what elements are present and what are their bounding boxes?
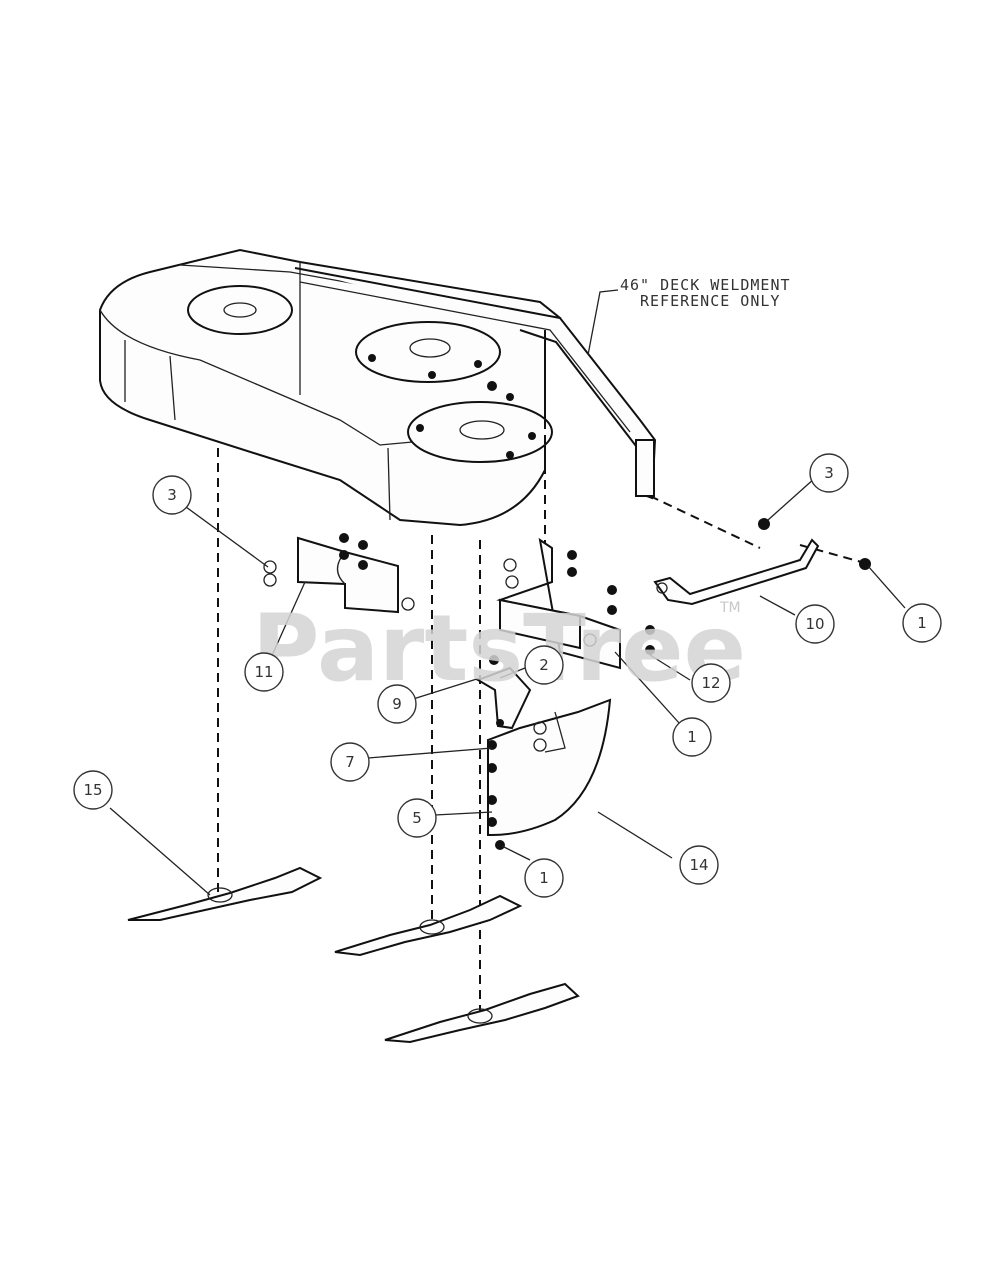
note-leader [587,289,619,356]
callout-label: 12 [701,674,720,692]
callout-label: 3 [824,464,834,482]
callout-label: 11 [254,663,273,681]
callout-12[interactable]: 12 [691,663,731,703]
alignment-lines [217,330,866,1015]
callout-label: 1 [687,728,697,746]
callout-5[interactable]: 5 [397,798,437,838]
callout-11[interactable]: 11 [244,652,284,692]
watermark-text: PartsTree [252,595,746,702]
callout-label: 2 [539,656,549,674]
spindle-plate-right [407,401,553,463]
callout-9[interactable]: 9 [377,684,417,724]
callout-14[interactable]: 14 [679,845,719,885]
callout-7[interactable]: 7 [330,742,370,782]
right-baffle [496,537,655,670]
callout-3-right[interactable]: 3 [809,453,849,493]
callout-10[interactable]: 10 [795,604,835,644]
callout-label: 10 [805,615,824,633]
callout-leaders [109,477,906,896]
blade-left [127,866,323,921]
front-baffle [487,698,612,850]
callout-1-bottom[interactable]: 1 [524,858,564,898]
callout-label: 5 [412,809,422,827]
callout-label: 3 [167,486,177,504]
callout-2[interactable]: 2 [524,645,564,685]
blade-right [384,982,580,1044]
callout-1-mid[interactable]: 1 [672,717,712,757]
watermark-trademark: TM [719,600,741,616]
callout-1-right[interactable]: 1 [902,603,942,643]
blade-center [334,894,523,957]
callout-label: 1 [917,614,927,632]
callout-15[interactable]: 15 [73,770,113,810]
note-line-1: 46" DECK WELDMENT [620,276,791,294]
chute-rod [653,518,871,606]
callout-3-left[interactable]: 3 [152,475,192,515]
callout-label: 15 [83,781,102,799]
center-bracket [475,655,532,730]
deck-weldment [99,248,562,527]
spindle-plate-left [187,285,293,335]
left-baffle [263,533,415,614]
callout-label: 9 [392,695,402,713]
note-line-2: REFERENCE ONLY [640,292,780,310]
callout-label: 1 [539,869,549,887]
callout-label: 7 [345,753,355,771]
spindle-plate-center [355,321,501,383]
callout-label: 14 [689,856,708,874]
